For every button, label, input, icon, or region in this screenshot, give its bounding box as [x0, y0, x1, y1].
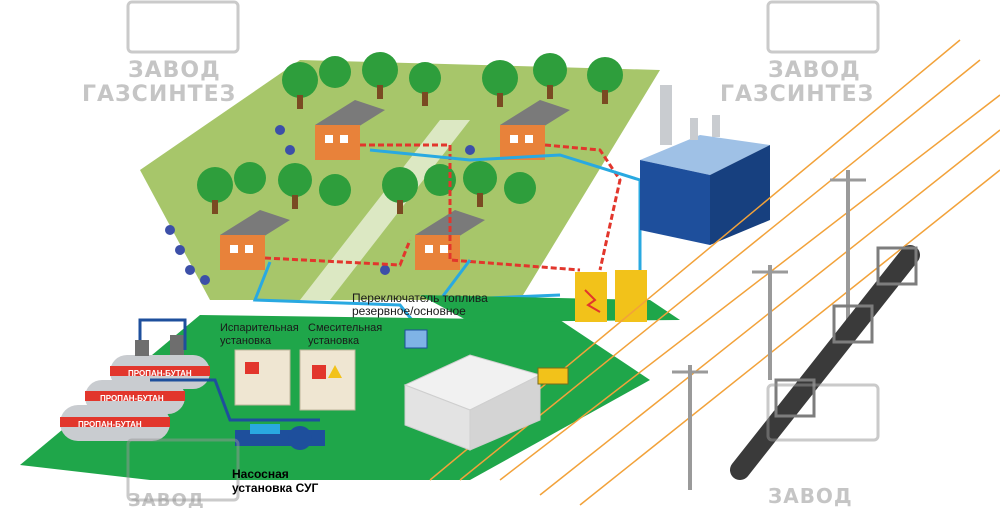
watermark-brand-line1: ЗАВОД [128, 490, 205, 508]
house [315, 100, 385, 160]
house [500, 100, 570, 160]
pump-unit [235, 424, 325, 450]
mixing-label: Смесительная установка [308, 322, 383, 347]
trees [197, 52, 623, 206]
evaporator-label: Испарительная установка [220, 322, 299, 347]
utility-poles [688, 170, 850, 490]
gas-line-red [544, 143, 622, 271]
tree-trunks [212, 85, 608, 214]
watermark-brand-line1: ЗАВОД [768, 58, 861, 83]
watermark-brand-line2: ГАЗСИНТЕЗ [720, 82, 875, 107]
gas-line-red [360, 143, 581, 272]
tank-pipe [138, 318, 187, 350]
signal-board [537, 367, 569, 385]
main-pipeline [730, 245, 920, 480]
pump-unit-label: Насосная установка СУГ [232, 467, 319, 495]
tank-label: ПРОПАН-БУТАН [128, 369, 192, 378]
fuel-switch-box [404, 329, 428, 349]
evaporator-cabinet [234, 349, 291, 406]
tank-label: ПРОПАН-БУТАН [78, 420, 142, 429]
tank-label: ПРОПАН-БУТАН [100, 394, 164, 403]
watermark-brand-line1: ЗАВОД [768, 484, 853, 508]
watermark-brand-line2: ГАЗСИНТЕЗ [82, 82, 237, 107]
watermark-brand-line1: ЗАВОД [128, 58, 221, 83]
mixing-cabinet [299, 349, 356, 411]
lpg-tank [60, 405, 170, 441]
tank-pipe [150, 378, 320, 422]
pole-crossarms [672, 178, 866, 374]
flower-beds [165, 125, 475, 285]
boiler-building [640, 85, 770, 245]
gas-line-red [264, 239, 412, 267]
watermark-logo [126, 0, 880, 502]
tank-valves [135, 335, 184, 356]
road-strip [300, 120, 470, 300]
house [220, 210, 290, 270]
fuel-switch-label: Переключатель топлива резервное/основное [352, 291, 488, 318]
